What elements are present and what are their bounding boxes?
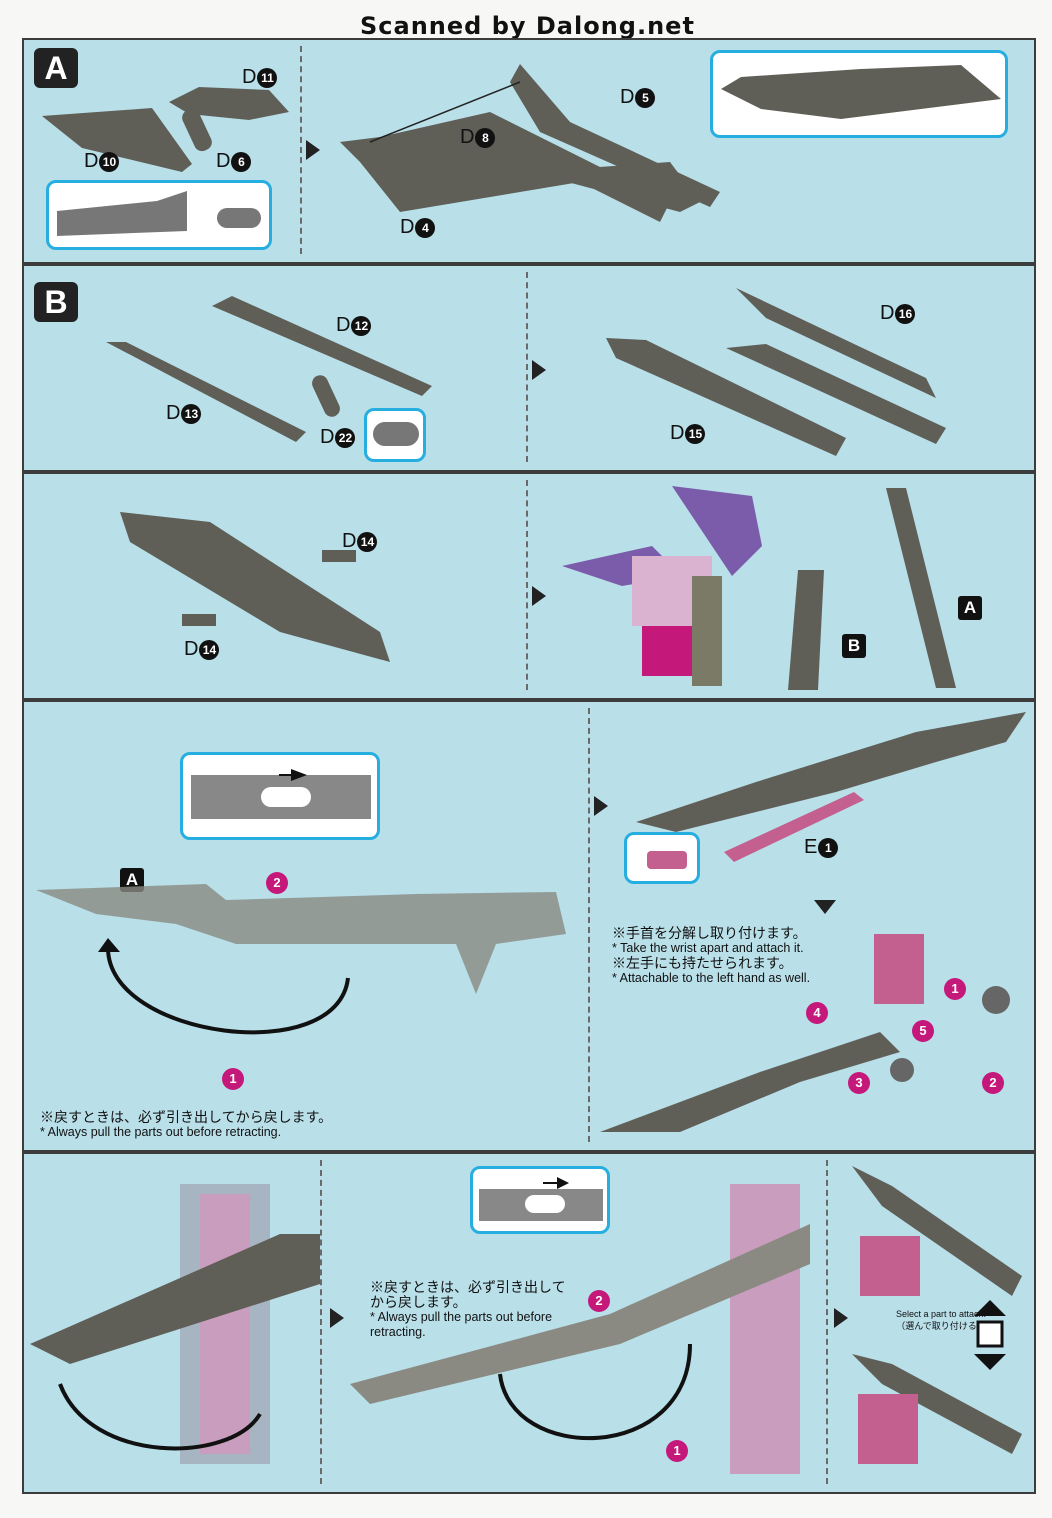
binder-handheld	[600, 1032, 900, 1132]
part-binder-assembly	[120, 512, 390, 662]
part-d14-small	[182, 614, 216, 626]
step-5-panel: ※戻すときは、必ず引き出して から戻します。 * Always pull the…	[22, 1152, 1036, 1494]
slide-detail	[191, 769, 371, 819]
step-number-2: 2	[982, 1072, 1004, 1094]
detail-part	[57, 191, 187, 236]
part-d14-small	[322, 550, 356, 562]
binder-part-a	[886, 488, 956, 688]
step-number-1: 1	[666, 1440, 688, 1462]
next-arrow	[532, 586, 546, 606]
swap-icon	[974, 1300, 1006, 1370]
robot-extended-binder	[350, 1184, 810, 1474]
slide-callout	[180, 752, 380, 840]
part-d22	[312, 375, 340, 417]
panel-divider	[526, 272, 528, 462]
next-arrow	[330, 1308, 344, 1328]
panel-divider	[526, 480, 528, 690]
step-number-1: 1	[944, 978, 966, 1000]
completed-part	[721, 65, 1001, 119]
step-a-badge: A	[34, 48, 78, 88]
panel-divider	[588, 708, 590, 1142]
assembly-b	[606, 288, 946, 456]
binder-with-grip	[636, 712, 1026, 832]
robot-with-binder	[30, 1184, 320, 1464]
step-number-3: 3	[848, 1072, 870, 1094]
panel-divider	[300, 46, 302, 254]
robot-figure	[562, 486, 762, 686]
step-number-1: 1	[222, 1068, 244, 1090]
step-number-5: 5	[912, 1020, 934, 1042]
e1-detail-callout	[624, 832, 700, 884]
step-number-4: 4	[806, 1002, 828, 1024]
panel-divider	[320, 1160, 322, 1484]
detail-callout-b	[364, 408, 426, 462]
detail-callout-a	[46, 180, 272, 250]
slide-callout-2	[470, 1166, 610, 1234]
e1-detail	[647, 851, 687, 869]
next-arrow	[594, 796, 608, 816]
select-part-note: Select a part to attach. （選んで取り付ける）	[895, 1309, 987, 1331]
step-number-2: 2	[266, 872, 288, 894]
wrist-note: ※手首を分解し取り付けます。 * Take the wrist apart an…	[612, 925, 811, 986]
hand-part	[874, 934, 1010, 1082]
assembly-a	[340, 64, 720, 222]
panel-divider	[826, 1160, 828, 1484]
part-d12	[212, 296, 432, 396]
part-d6	[182, 108, 212, 152]
next-arrow	[834, 1308, 848, 1328]
part-d10	[42, 108, 192, 172]
rotate-arrow	[98, 938, 350, 1035]
detail-link	[373, 422, 419, 446]
marker-b: B	[842, 634, 866, 658]
scan-credit: Scanned by Dalong.net	[360, 12, 695, 40]
next-arrow	[306, 140, 320, 160]
part-e1	[724, 792, 864, 862]
retract-note-2: ※戻すときは、必ず引き出して から戻します。 * Always pull the…	[370, 1279, 566, 1340]
part-d13	[106, 342, 306, 442]
step-b-badge: B	[34, 282, 78, 322]
grip-detail-bottom	[852, 1354, 1022, 1464]
retract-note: ※戻すときは、必ず引き出してから戻します。 * Always pull the …	[40, 1109, 333, 1140]
marker-a: A	[958, 596, 982, 620]
step-number-2: 2	[588, 1290, 610, 1312]
next-arrow	[532, 360, 546, 380]
binder-part-b	[788, 570, 824, 690]
part-d11	[169, 87, 289, 120]
extended-binder	[36, 884, 566, 994]
step-4-panel: 2 A 1 ※戻すときは、必ず引き出してから戻します。 * Always pul…	[22, 700, 1036, 1152]
completed-callout-a	[710, 50, 1008, 138]
detail-link	[217, 208, 261, 228]
down-arrow	[814, 900, 836, 914]
slide-detail-2	[479, 1177, 603, 1221]
grip-detail-top	[852, 1166, 1022, 1296]
